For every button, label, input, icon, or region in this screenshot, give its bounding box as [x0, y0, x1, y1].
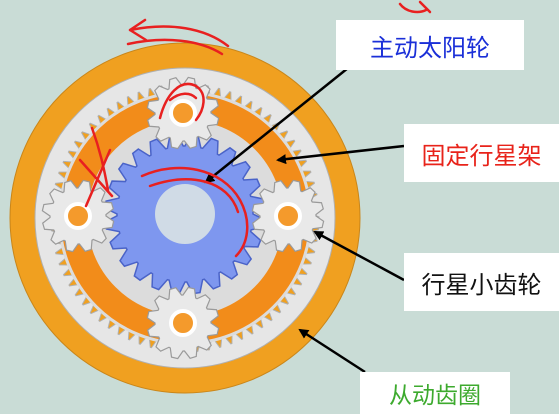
- planet-gear-label: 行星小齿轮: [404, 253, 559, 311]
- sun-arc-annotation: [140, 166, 249, 258]
- carrier-label: 固定行星架: [404, 124, 559, 182]
- ring-gear-label: 从动齿圈: [360, 372, 510, 414]
- ring-gear-arrow: [298, 328, 366, 374]
- left-cross-annotation: [78, 126, 114, 208]
- planet-gear-hub: [169, 99, 197, 127]
- sun-gear-hub: [155, 184, 215, 244]
- planet-gear-bottom: [146, 286, 220, 360]
- planet-gear-top: [146, 76, 220, 150]
- planet-gear-hub: [274, 202, 302, 230]
- small-rotation-annotation: [398, 0, 432, 14]
- sun-gear-label: 主动太阳轮: [336, 20, 524, 70]
- planet-gear-left: [41, 179, 115, 253]
- planet-gear-right: [251, 179, 325, 253]
- rotation-arrow-annotation: [126, 18, 230, 56]
- carrier-arrow: [276, 144, 405, 165]
- planet-gear-hub: [169, 309, 197, 337]
- planet-gear-arrow: [313, 230, 405, 282]
- sun-gear-arrow: [204, 67, 349, 184]
- planet-gear-hub: [64, 202, 92, 230]
- top-planet-scribble-annotation: [158, 82, 205, 122]
